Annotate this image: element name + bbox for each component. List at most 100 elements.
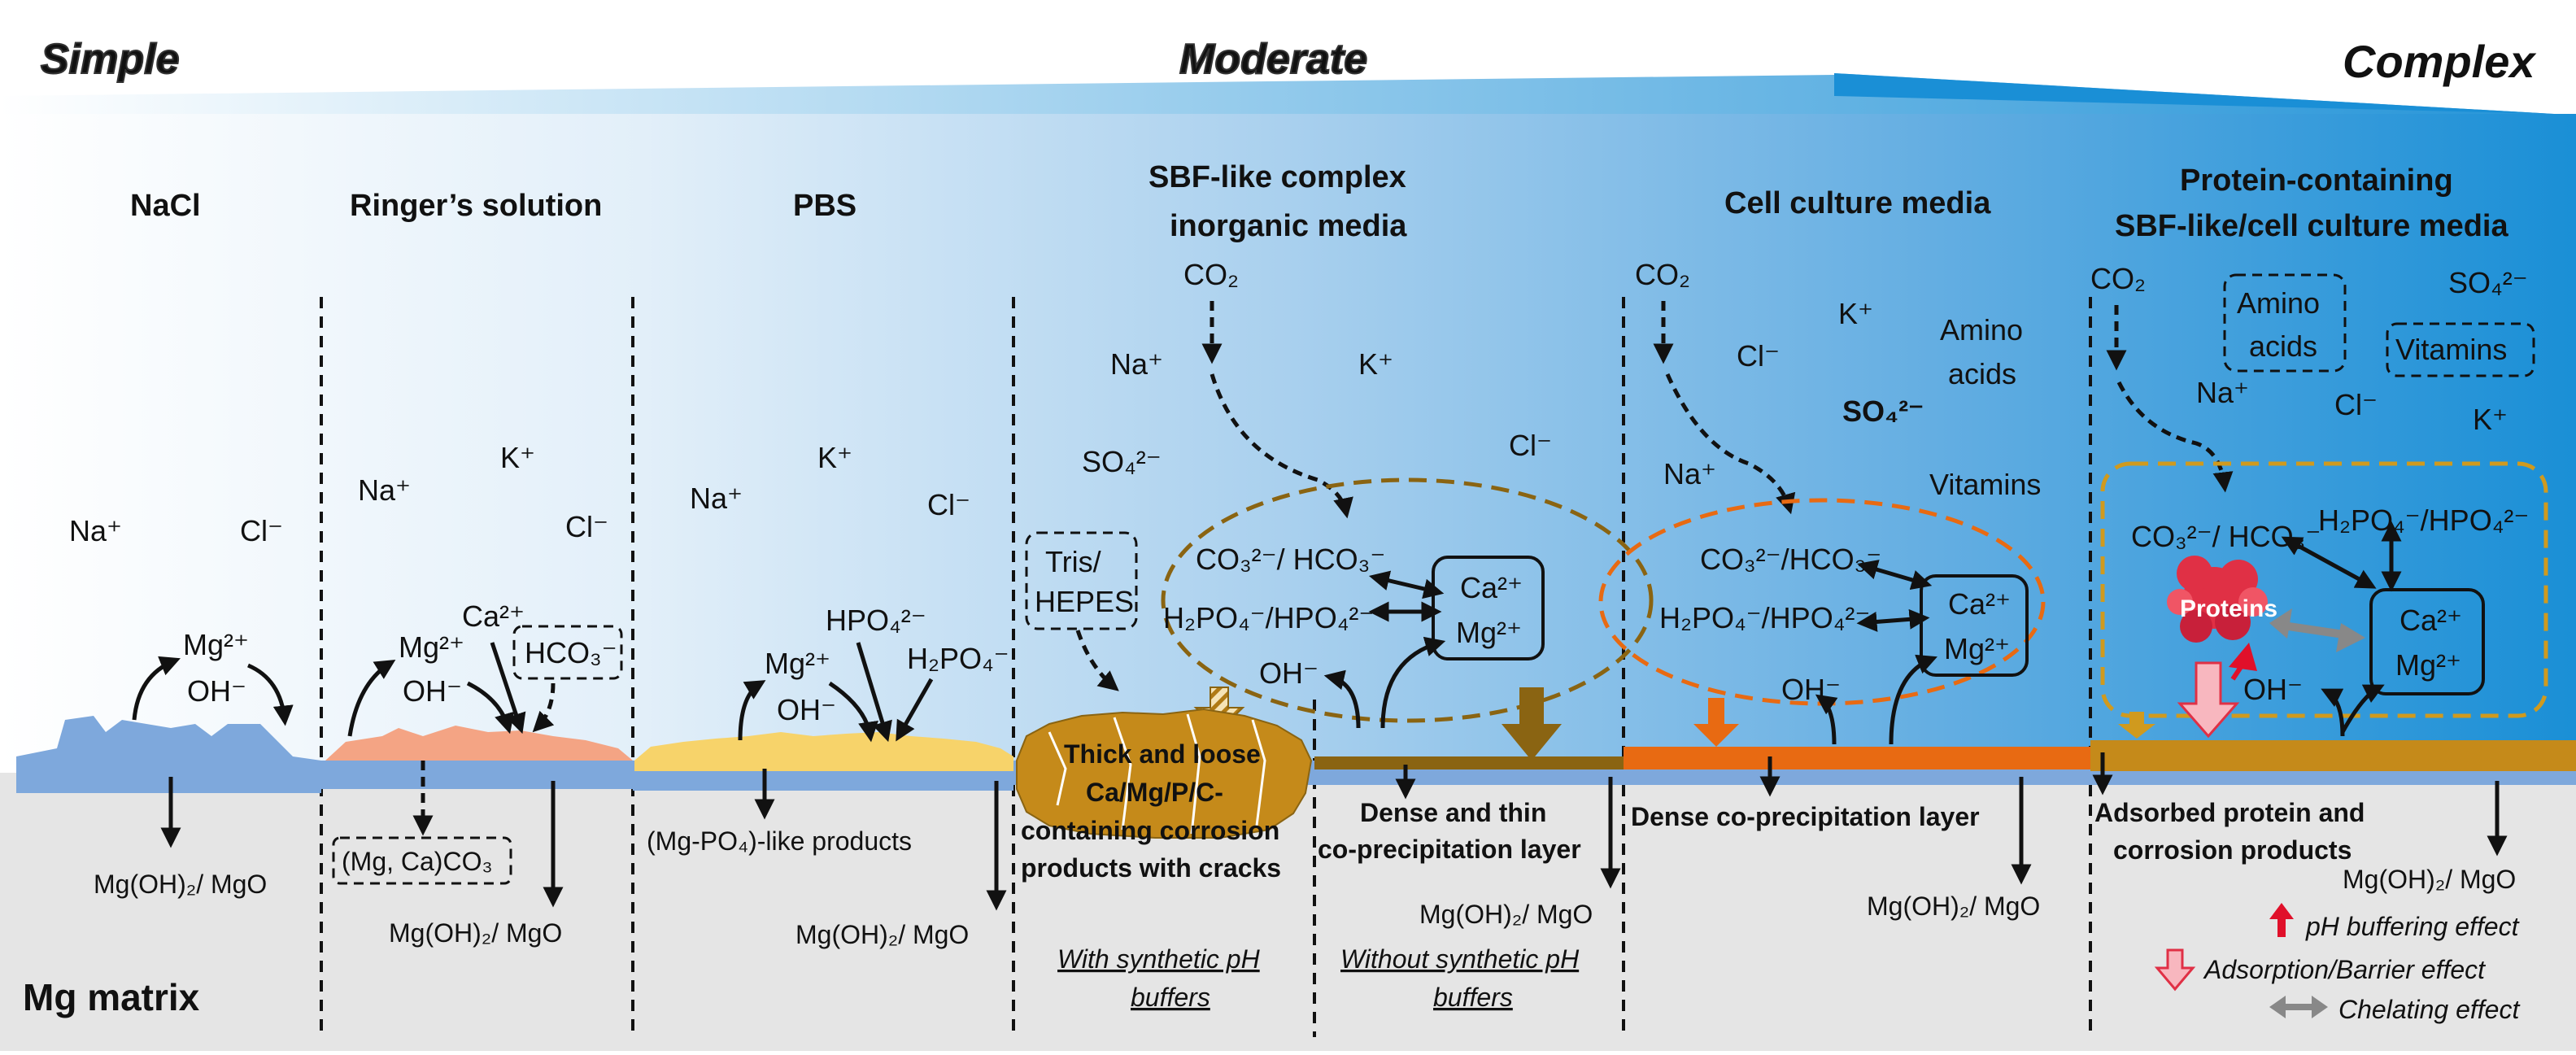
legend-chelating-icon [2269,996,2328,1018]
sbf-cl: Cl⁻ [1509,429,1552,462]
cell-na: Na⁺ [1663,457,1716,490]
ringer-na: Na⁺ [358,473,411,507]
pbs-k: K⁺ [817,441,852,474]
prot-vitamins-box [2386,322,2535,377]
ringer-cl: Cl⁻ [565,510,608,543]
prot-ca: Ca²⁺ [2399,604,2462,637]
cell-mg: Mg²⁺ [1944,632,2010,665]
panel-title-sbf-2: inorganic media [1170,209,1407,243]
label-moderate: Moderate [1179,36,1367,83]
prot-oh: OH⁻ [2243,673,2303,706]
ringer-mg: Mg²⁺ [399,630,464,664]
panel-title-protein-1: Protein-containing [2180,163,2453,198]
prot-gold-arrow [2118,712,2155,739]
prot-amino-2: acids [2249,329,2317,363]
cell-k: K⁺ [1838,297,1873,330]
sbf-loose-product [1016,708,1313,839]
cell-oh: OH⁻ [1781,673,1841,706]
sbf-loose-3: containing corrosion [1021,816,1279,845]
ringer-product: Mg(OH)₂/ MgO [389,918,562,948]
prot-vitamins: Vitamins [2395,333,2507,366]
cell-cl: Cl⁻ [1737,339,1780,373]
pbs-po4-product: (Mg-PO₄)-like products [647,826,912,856]
prot-chelating-arrow [2269,608,2365,652]
sbf-tris-1: Tris/ [1045,545,1101,578]
protein-molecule-icon [2167,556,2268,643]
prot-gold-box [2100,461,2548,718]
sbf-mg2: Mg²⁺ [1456,616,1522,649]
prot-mg: Mg²⁺ [2395,648,2461,682]
medium-background [0,114,2576,765]
prot-k: K⁺ [2473,403,2508,436]
cell-co2: CO₂ [1635,258,1690,291]
nacl-cl: Cl⁻ [240,514,283,547]
sbf-product: Mg(OH)₂/ MgO [1419,900,1593,929]
legend-adsorption: Adsorption/Barrier effect [2203,955,2486,984]
sbf-dense-1: Dense and thin [1360,798,1546,827]
cell-co3: CO₃²⁻/HCO₃⁻ [1700,543,1881,576]
pbs-cl: Cl⁻ [927,488,970,521]
prot-adsorbed-1: Adsorbed protein and [2094,798,2365,827]
sbf-tris-2: HEPES [1035,585,1134,618]
cell-h2po4: H₂PO₄⁻/HPO₄²⁻ [1659,601,1870,634]
sbf-co2: CO₂ [1183,258,1239,291]
label-simple: Simple [41,36,180,83]
pbs-oh: OH⁻ [777,693,836,726]
cell-vitamins: Vitamins [1929,468,2041,501]
panel-title-ringer: Ringer’s solution [350,189,602,223]
prot-proteins-label: Proteins [2180,595,2277,622]
sbf-brown-arrow [1502,687,1562,761]
sbf-without-buffers-1: Without synthetic pH [1340,944,1580,974]
sbf-ca: Ca²⁺ [1460,571,1523,604]
prot-camg-box [2369,588,2485,695]
sbf-oh: OH⁻ [1259,656,1319,690]
label-complex: Complex [2343,36,2537,87]
panel-title-pbs: PBS [793,189,856,223]
sbf-na: Na⁺ [1110,347,1163,381]
nacl-na: Na⁺ [69,514,122,547]
sbf-loose-2: Ca/Mg/P/C- [1086,778,1223,807]
prot-amino-1: Amino [2237,286,2320,320]
panel-title-nacl: NaCl [130,189,201,223]
sbf-h2po4: H₂PO₄⁻/HPO₄²⁻ [1163,601,1374,634]
panel-title-cell: Cell culture media [1724,186,1991,220]
cell-orange-arrow [1693,698,1739,747]
ringer-oh: OH⁻ [403,674,462,708]
ringer-ca: Ca²⁺ [462,599,525,633]
pbs-layer [634,732,1013,771]
pbs-h2po4: H₂PO₄⁻ [907,642,1009,675]
prot-layer [2090,740,2576,771]
legend: pH buffering effect Adsorption/Barrier e… [2154,903,2520,1024]
mg-matrix-label: Mg matrix [23,976,200,1018]
ringer-film [321,761,633,789]
ringer-co3: (Mg, Ca)CO₃ [342,847,492,876]
prot-amino-box [2223,273,2347,373]
ringer-k: K⁺ [500,441,535,474]
prot-h2po4: H₂PO₄⁻/HPO₄²⁻ [2318,504,2529,537]
sbf-coprec-layer [1314,756,1624,769]
cell-coprec-layer [1624,747,2090,769]
cell-product: Mg(OH)₂/ MgO [1867,892,2040,921]
cell-amino-1: Amino [1940,313,2023,347]
sbf-with-buffers-1: With synthetic pH [1057,944,1261,974]
cell-so4: SO₄²⁻ [1842,395,1924,428]
sbf-k: K⁺ [1358,347,1393,381]
cell-dense: Dense co-precipitation layer [1631,802,1980,831]
ringer-layer [325,726,633,761]
nacl-mg: Mg²⁺ [183,628,249,661]
nacl-product: Mg(OH)₂/ MgO [94,870,267,899]
legend-ph-icon [2269,903,2294,937]
pbs-hpo4: HPO₄²⁻ [826,604,926,637]
panel-title-sbf-1: SBF-like complex [1149,160,1406,194]
prot-co2: CO₂ [2090,262,2146,295]
nacl-oh: OH⁻ [187,674,246,708]
prot-adsorption-arrow [2177,661,2240,739]
sbf-without-buffers-2: buffers [1433,983,1513,1012]
prot-co3: CO₃²⁻/ HCO₃⁻ [2131,520,2321,553]
nacl-film [16,716,321,793]
sbf-so4: SO₄²⁻ [1082,445,1162,478]
pbs-na: Na⁺ [690,482,743,515]
prot-so4: SO₄²⁻ [2448,266,2528,299]
